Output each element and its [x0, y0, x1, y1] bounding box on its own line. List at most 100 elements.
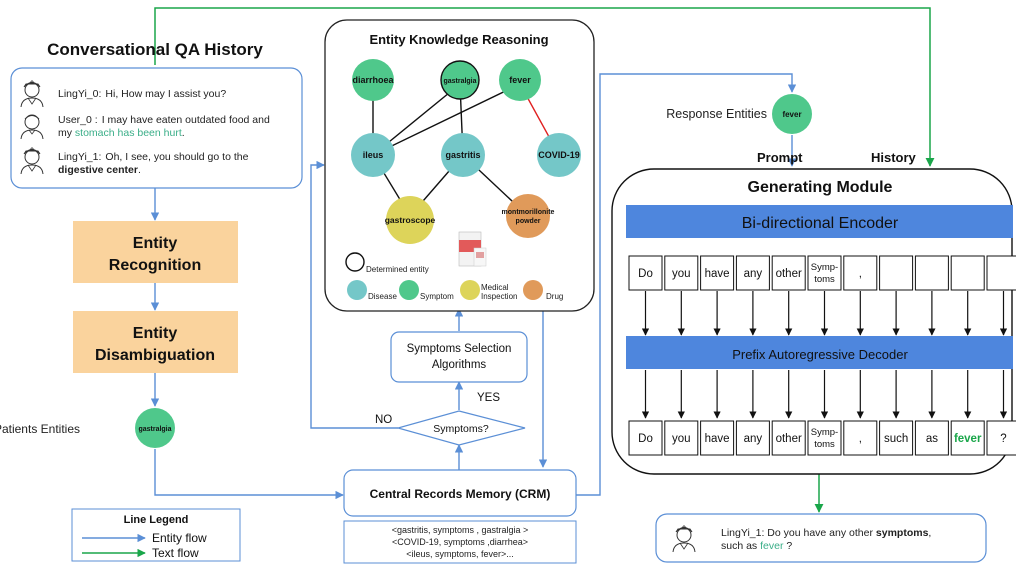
output-token: Symp- [811, 427, 838, 438]
input-token-box [664, 255, 699, 291]
node-covid [537, 133, 581, 177]
key-inspection-label-1: Medical [481, 283, 509, 292]
node-montmorillonite [506, 194, 550, 238]
output-token-box [914, 420, 949, 456]
crm-record-2: <ileus, symptoms, fever>... [406, 549, 514, 559]
output-token-box [735, 420, 770, 456]
input-token-box [771, 255, 806, 291]
node-gastralgia-label: gastralgia [443, 78, 476, 85]
output-response-line-1: LingYi_1: Do you have any other symptoms… [721, 527, 931, 539]
entity-recognition-label-1: Entity [133, 235, 178, 252]
encoder-label: Bi-directional Encoder [742, 215, 899, 232]
output-token-box [807, 420, 842, 456]
yes-label: YES [477, 392, 500, 404]
output-response-line-2: such as fever ? [721, 540, 792, 552]
output-token-box [950, 420, 985, 456]
output-token: other [776, 433, 802, 445]
entity-recognition-label-2: Recognition [109, 257, 201, 274]
node-ileus [351, 133, 395, 177]
legend-entity-flow-label: Entity flow [152, 531, 207, 545]
input-token-box [735, 255, 770, 291]
output-token: fever [954, 433, 982, 445]
node-fever-label: fever [509, 75, 531, 85]
patients-entity-node [135, 408, 175, 448]
output-token-box [664, 420, 699, 456]
decoder-bar [626, 336, 1013, 369]
patients-entities-label: Patients Entities [0, 422, 80, 436]
input-token: other [776, 268, 802, 280]
input-token: have [705, 268, 730, 280]
node-montmorillonite-label-2: powder [516, 218, 541, 225]
symptoms-decision-diamond [395, 410, 526, 446]
input-token: you [672, 268, 691, 280]
crm-label: Central Records Memory (CRM) [370, 487, 551, 501]
symptoms-decision-label: Symptoms? [433, 423, 489, 435]
symptoms-selection-box [390, 331, 528, 383]
crm-records-box [343, 520, 577, 564]
input-token-box [807, 255, 842, 291]
node-gastralgia [440, 60, 480, 100]
symptoms-selection-label-2: Algorithms [432, 359, 487, 371]
response-entity-node [772, 94, 812, 134]
node-gastritis [441, 133, 485, 177]
input-token-box [628, 255, 663, 291]
symptoms-selection-label-1: Symptoms Selection [407, 343, 512, 355]
key-disease-label: Disease [368, 292, 397, 301]
legend-text-flow-label: Text flow [152, 546, 199, 560]
output-token: you [672, 433, 691, 445]
input-token-box [879, 255, 914, 291]
input-token: , [859, 268, 862, 280]
output-token-box [700, 420, 735, 456]
node-montmorillonite-label-1: montmorillonite [502, 209, 555, 216]
input-token: Do [638, 268, 653, 280]
knowledge-graph-title: Entity Knowledge Reasoning [369, 32, 548, 47]
output-response-box [655, 513, 987, 563]
key-drug-label: Drug [546, 292, 563, 301]
crm-record-1: <COVID-19, symptoms ,diarrhea> [392, 537, 528, 547]
history-box [10, 67, 303, 189]
medicine-box-icon [458, 231, 487, 267]
input-token-cont: toms [814, 274, 835, 285]
output-token: have [705, 433, 730, 445]
entity-disambiguation-box [73, 311, 238, 373]
key-inspection-swatch [460, 280, 480, 300]
output-token: ? [1000, 433, 1006, 445]
key-determined-label: Determined entity [366, 265, 429, 274]
input-token-box [986, 255, 1016, 291]
key-drug-swatch [523, 280, 543, 300]
input-token-box [950, 255, 985, 291]
key-determined-swatch [345, 252, 365, 272]
key-disease-swatch [347, 280, 367, 300]
response-entity-label: fever [782, 110, 801, 119]
node-diarrhoea-label: diarrhoea [352, 75, 394, 85]
entity-flow-lines [150, 73, 797, 500]
key-symptom-swatch [399, 280, 419, 300]
output-token: any [744, 433, 763, 445]
history-turn-1-line-2: my stomach has been hurt. [58, 127, 185, 139]
entity-disambiguation-label-1: Entity [133, 325, 178, 342]
output-token-cont: toms [814, 439, 835, 450]
node-gastroscope-label: gastroscope [385, 215, 436, 225]
legend-title: Line Legend [124, 514, 189, 526]
node-fever [499, 59, 541, 101]
input-token-box [914, 255, 949, 291]
input-token-box [843, 255, 878, 291]
crm-record-0: <gastritis, symptoms , gastralgia > [392, 525, 529, 535]
encoder-bar [626, 205, 1013, 238]
entity-recognition-box [73, 221, 238, 283]
history-turn-2-line-2: digestive center. [58, 164, 141, 176]
response-entities-label: Response Entities [666, 107, 767, 121]
node-covid-label: COVID-19 [538, 150, 580, 160]
input-token: any [744, 268, 763, 280]
output-token-box [986, 420, 1016, 456]
node-gastritis-label: gastritis [445, 150, 480, 160]
history-label: History [871, 150, 917, 165]
node-ileus-label: ileus [363, 150, 384, 160]
patients-entity-label: gastralgia [138, 426, 171, 433]
output-token-box [843, 420, 878, 456]
key-inspection-label-2: Inspection [481, 292, 517, 301]
history-turn-0: LingYi_0:Hi, How may I assist you? [58, 88, 226, 100]
